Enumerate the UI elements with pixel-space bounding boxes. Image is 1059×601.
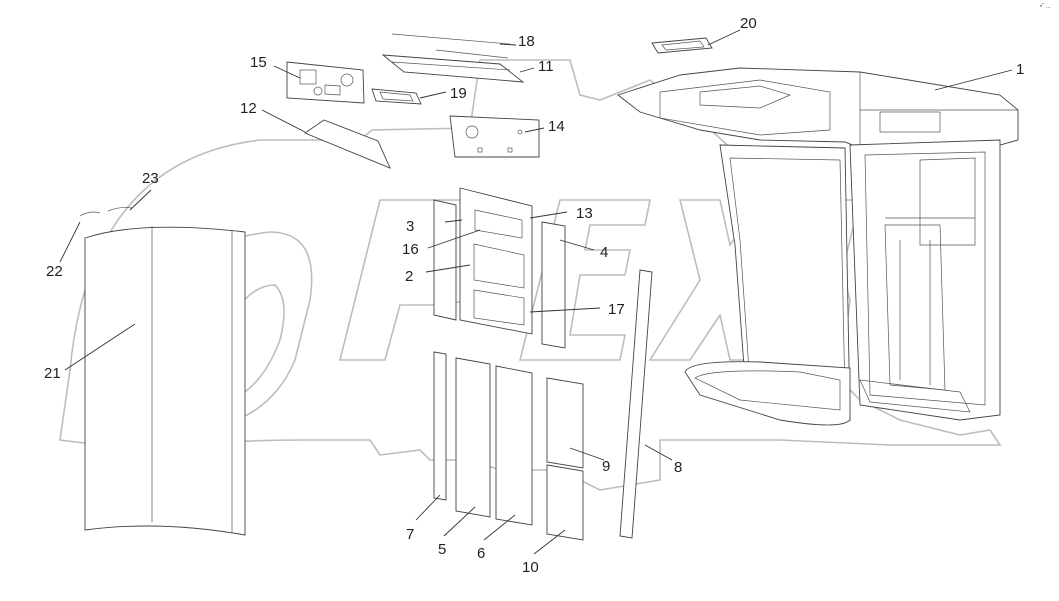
label-part-19: 19 bbox=[450, 85, 467, 102]
label-part-13: 13 bbox=[576, 205, 593, 222]
part-lower-panels bbox=[433, 351, 584, 541]
part-rear-panel bbox=[286, 61, 365, 104]
label-part-21: 21 bbox=[44, 365, 61, 382]
leader-lines bbox=[59, 29, 1013, 555]
part-hatch-cover bbox=[651, 37, 713, 54]
label-part-2: 2 bbox=[405, 268, 413, 285]
part-labels: 1 20 18 11 15 19 12 14 23 13 3 16 4 22 2… bbox=[44, 15, 1024, 576]
label-part-4: 4 bbox=[600, 244, 608, 261]
part-curved-cover bbox=[79, 207, 246, 536]
label-part-7: 7 bbox=[406, 526, 414, 543]
label-part-6: 6 bbox=[477, 545, 485, 562]
label-part-8: 8 bbox=[674, 459, 682, 476]
label-part-18: 18 bbox=[518, 33, 535, 50]
corner-mark: •˜ ... bbox=[1040, 4, 1051, 10]
label-part-5: 5 bbox=[438, 541, 446, 558]
label-part-9: 9 bbox=[602, 458, 610, 475]
part-cab-frame bbox=[617, 67, 1019, 426]
label-part-3: 3 bbox=[406, 218, 414, 235]
part-small-frame bbox=[371, 88, 422, 105]
label-part-12: 12 bbox=[240, 100, 257, 117]
label-part-23: 23 bbox=[142, 170, 159, 187]
label-part-15: 15 bbox=[250, 54, 267, 71]
part-side-panel bbox=[449, 115, 540, 158]
label-part-20: 20 bbox=[740, 15, 757, 32]
part-wedge-strip bbox=[304, 119, 391, 169]
label-part-10: 10 bbox=[522, 559, 539, 576]
label-part-17: 17 bbox=[608, 301, 625, 318]
label-part-14: 14 bbox=[548, 118, 565, 135]
label-part-11: 11 bbox=[538, 58, 554, 75]
part-upper-strips bbox=[381, 33, 525, 83]
label-part-16: 16 bbox=[402, 241, 419, 258]
part-door-panels bbox=[433, 187, 566, 349]
label-part-1: 1 bbox=[1016, 61, 1024, 78]
part-long-bar bbox=[619, 269, 653, 539]
label-part-22: 22 bbox=[46, 263, 63, 280]
